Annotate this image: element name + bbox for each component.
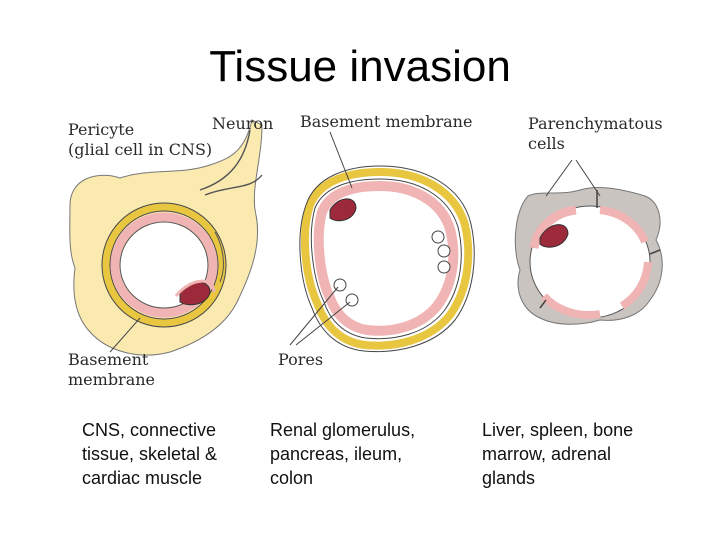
label-parenchymatous: Parenchymatous cells <box>528 114 663 154</box>
label-pericyte: Pericyte (glial cell in CNS) <box>68 120 212 160</box>
continuous-capillary <box>69 119 263 356</box>
caption-continuous: CNS, connective tissue, skeletal & cardi… <box>82 418 217 490</box>
pore <box>437 244 451 258</box>
label-basement-line1: Basement <box>68 350 149 369</box>
endothelium <box>110 212 218 318</box>
caption-line: Renal glomerulus, <box>270 420 416 440</box>
pore <box>431 230 445 244</box>
caption-line: tissue, skeletal & <box>82 444 218 464</box>
caption-line: Liver, spleen, bone <box>482 420 634 440</box>
caption-line: pancreas, ileum, <box>270 444 403 464</box>
pore <box>437 260 451 274</box>
label-basement-membrane: Basement membrane <box>68 350 155 390</box>
label-pericyte-line1: Pericyte <box>68 120 135 139</box>
label-basement-line2: membrane <box>68 370 156 389</box>
endothelial-nucleus-3 <box>539 224 569 248</box>
basement-membrane-ring-2 <box>300 167 473 350</box>
caption-line: CNS, connective <box>82 420 217 440</box>
endothelial-nucleus-2 <box>329 198 357 222</box>
fenestrated-capillary <box>289 131 475 353</box>
label-parenchymatous-line1: Parenchymatous <box>528 114 663 133</box>
sinusoidal-capillary <box>514 159 663 325</box>
caption-sinusoidal: Liver, spleen, bone marrow, adrenal glan… <box>482 418 633 490</box>
page-title: Tissue invasion <box>209 42 511 91</box>
label-parenchymatous-line2: cells <box>528 134 565 153</box>
endothelium-3 <box>529 205 577 250</box>
caption-line: glands <box>482 468 536 488</box>
caption-line: marrow, adrenal <box>482 444 612 464</box>
neuron-process <box>199 129 251 191</box>
label-basement-membrane-top: Basement membrane <box>300 112 473 131</box>
label-pores: Pores <box>278 350 324 369</box>
caption-fenestrated: Renal glomerulus, pancreas, ileum, colon <box>270 418 415 490</box>
caption-line: colon <box>270 468 314 488</box>
label-pericyte-line2: (glial cell in CNS) <box>68 140 213 159</box>
caption-line: cardiac muscle <box>82 468 203 488</box>
endothelium-2 <box>313 180 459 336</box>
basement-membrane-ring <box>102 203 226 327</box>
label-neuron: Neuron <box>212 114 274 133</box>
